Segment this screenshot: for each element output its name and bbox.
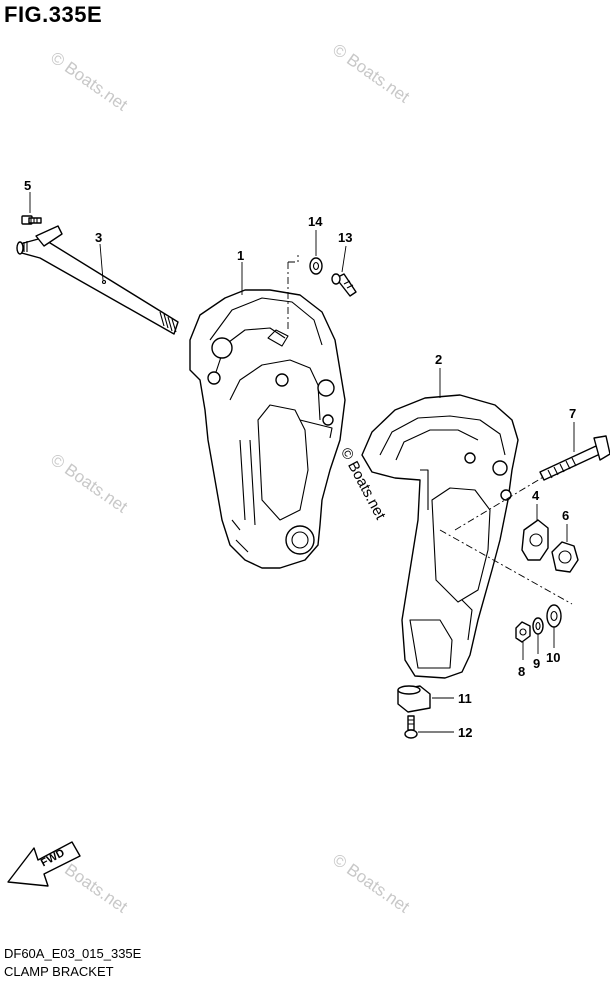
callout-12: 12: [458, 725, 472, 740]
callout-3: 3: [95, 230, 102, 245]
callout-13: 13: [338, 230, 352, 245]
leader-line: [99, 243, 104, 281]
center-line: [439, 529, 573, 605]
part-10-washer[interactable]: [546, 604, 562, 628]
part-11-stopper[interactable]: [397, 685, 431, 713]
figure-code: DF60A_E03_015_335E: [4, 946, 142, 961]
callout-9: 9: [533, 656, 540, 671]
part-1-clamp-bracket[interactable]: [189, 289, 346, 569]
part-7-bolt[interactable]: [539, 435, 610, 481]
part-14-washer[interactable]: [309, 257, 323, 275]
callout-6: 6: [562, 508, 569, 523]
part-5-bolt[interactable]: [21, 215, 42, 225]
fwd-arrow-icon: FWD: [7, 841, 81, 887]
figure-name: CLAMP BRACKET: [4, 964, 114, 979]
callout-10: 10: [546, 650, 560, 665]
part-13-screw[interactable]: [331, 273, 357, 297]
part-9-washer[interactable]: [532, 617, 544, 635]
callout-8: 8: [518, 664, 525, 679]
callout-4: 4: [532, 488, 540, 503]
center-line: [288, 255, 299, 263]
part-12-screw[interactable]: [404, 715, 418, 739]
part-6-nut[interactable]: [551, 541, 579, 573]
part-8-nut[interactable]: [515, 621, 531, 643]
part-3-tilt-shaft[interactable]: [16, 225, 179, 335]
callout-11: 11: [458, 691, 472, 706]
callout-7: 7: [569, 406, 576, 421]
callout-1: 1: [237, 248, 244, 263]
leader-line: [341, 245, 347, 273]
center-line: [454, 469, 556, 531]
figure-title: FIG.335E: [4, 2, 103, 27]
part-2-clamp-bracket[interactable]: [361, 394, 519, 679]
part-4-plate[interactable]: [521, 519, 549, 561]
callout-14: 14: [308, 214, 323, 229]
callout-5: 5: [24, 178, 31, 193]
callout-2: 2: [435, 352, 442, 367]
